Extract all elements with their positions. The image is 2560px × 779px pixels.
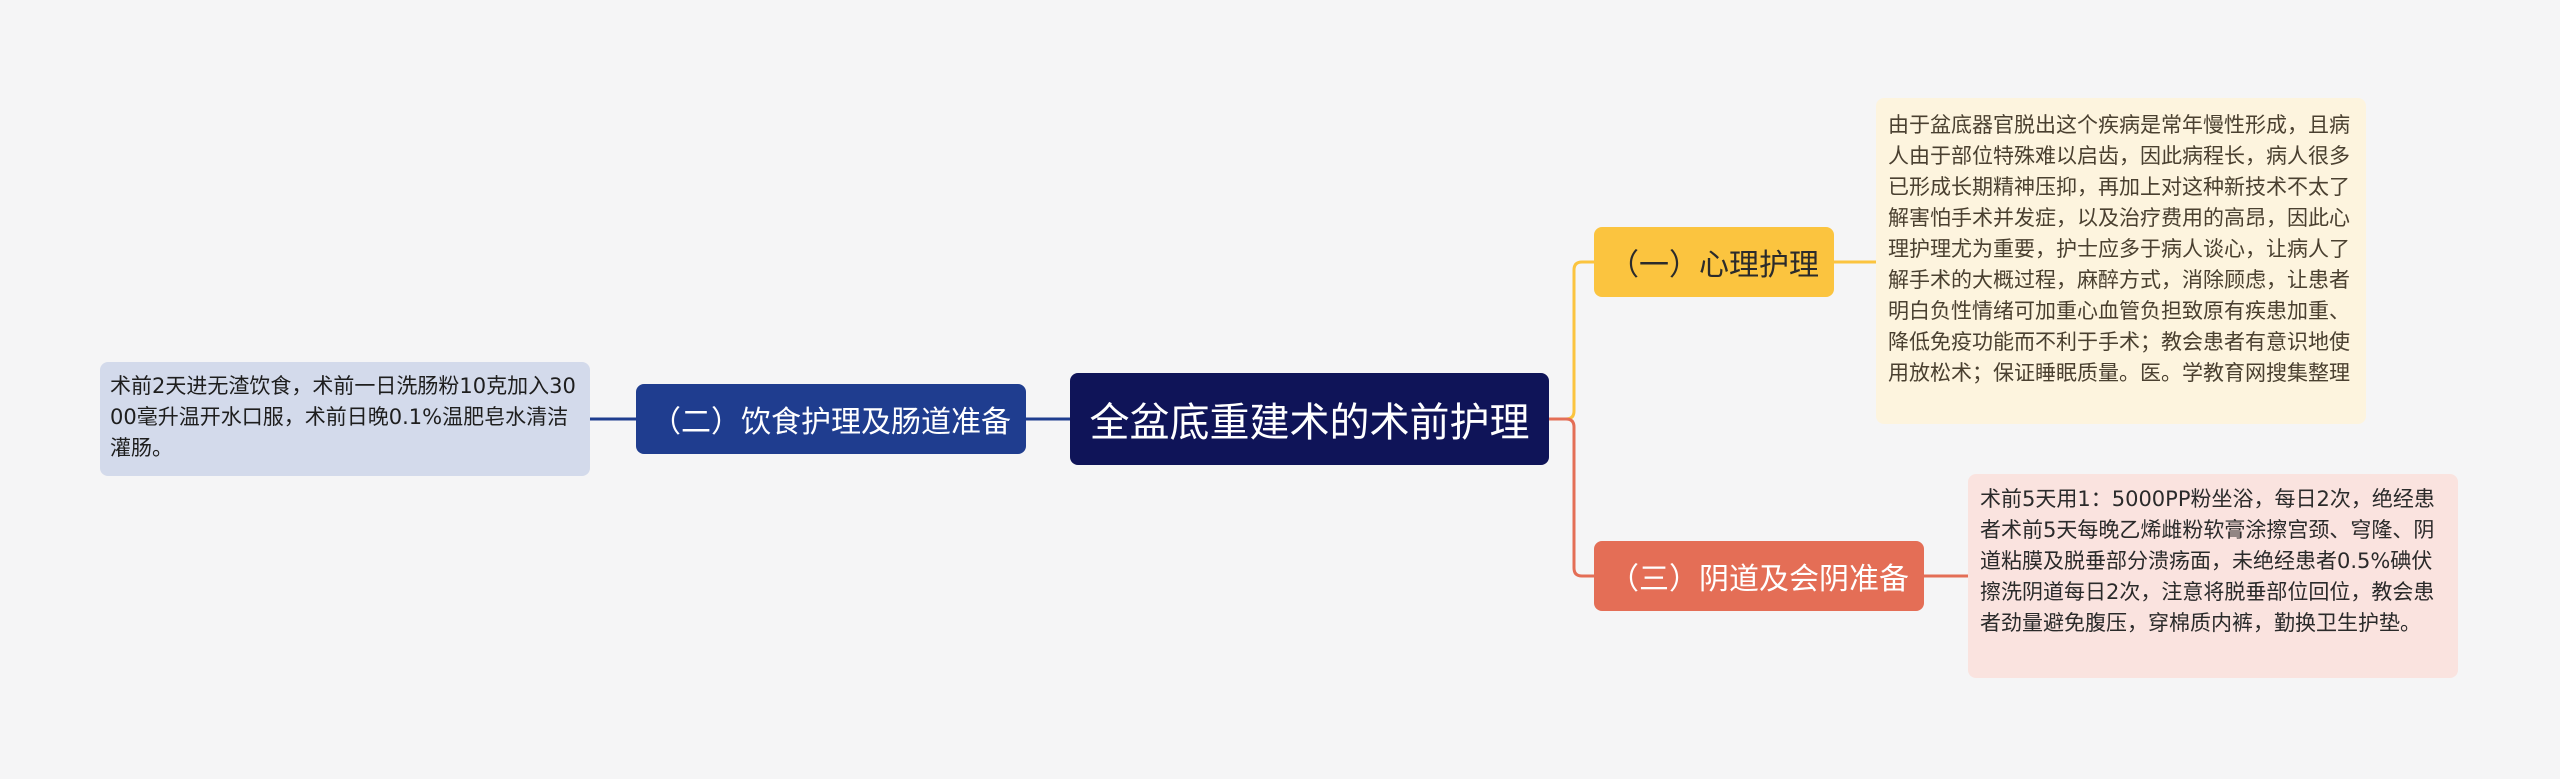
branch-vagina-perineum-prep[interactable]: （三）阴道及会阴准备 — [1594, 541, 1924, 611]
leaf-psychological-care-detail[interactable]: 由于盆底器官脱出这个疾病是常年慢性形成，且病人由于部位特殊难以启齿，因此病程长，… — [1876, 98, 2366, 424]
branch-diet-bowel-prep[interactable]: （二）饮食护理及肠道准备 — [636, 384, 1026, 454]
leaf-vagina-perineum-prep-detail[interactable]: 术前5天用1：5000PP粉坐浴，每日2次，绝经患者术前5天每晚乙烯雌粉软膏涂擦… — [1968, 474, 2458, 678]
root-topic[interactable]: 全盆底重建术的术前护理 — [1070, 373, 1549, 465]
connector-root-psych — [1549, 260, 1594, 421]
branch-psychological-care[interactable]: （一）心理护理 — [1594, 227, 1834, 297]
leaf-diet-bowel-prep-detail[interactable]: 术前2天进无渣饮食，术前一日洗肠粉10克加入3000毫升温开水口服，术前日晚0.… — [100, 362, 590, 476]
connector-root-vagina — [1549, 417, 1594, 578]
